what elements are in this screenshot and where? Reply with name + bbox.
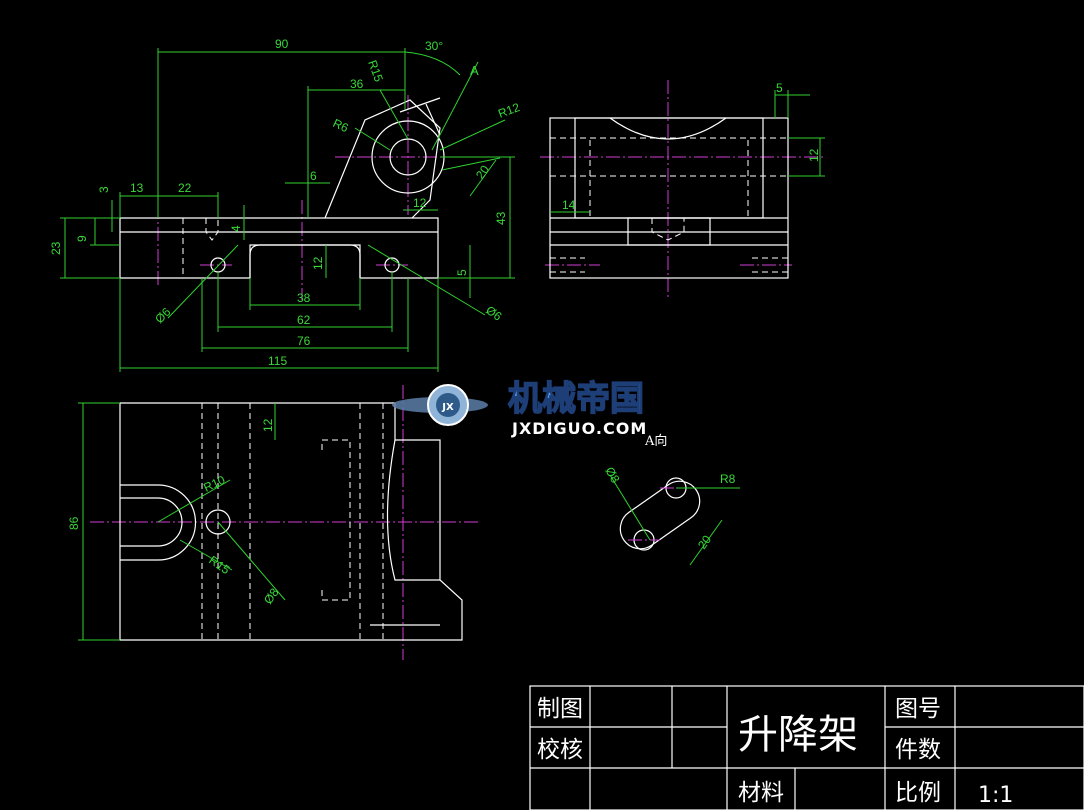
front-view: 90 30° A 36 R15 R6 R12 20 43 6 12 3 13 2… (49, 37, 522, 372)
dim-phi6-left: Ø6 (152, 305, 173, 326)
part-name: 升降架 (738, 712, 858, 758)
leader-phi6 (167, 244, 239, 319)
gear-center (436, 393, 460, 417)
material-label: 材料 (738, 780, 784, 806)
dim-62: 62 (297, 313, 311, 327)
dim-90: 90 (275, 37, 289, 51)
side-boss-curve (609, 117, 727, 140)
countersink-hidden (205, 218, 219, 241)
drawn-by-label: 制图 (537, 696, 583, 722)
arm-edge (425, 103, 441, 136)
title-block: 制图 校核 升降架 图号 件数 材料 比例 1:1 (529, 685, 1084, 810)
dim-30deg: 30° (425, 39, 443, 53)
watermark-domain: JXDIGUO.COM (511, 419, 647, 438)
watermark-brand: 机械帝国 (508, 379, 644, 419)
dim-3: 3 (97, 186, 111, 193)
side-block (627, 217, 711, 246)
title-block-frame (529, 685, 1084, 810)
dim-R15: R15 (365, 58, 386, 84)
dim-36: 36 (350, 77, 364, 91)
quantity-label: 件数 (895, 737, 941, 763)
dim-22: 22 (178, 181, 192, 195)
dim-5: 5 (455, 269, 469, 276)
arm-edge (399, 97, 441, 113)
dim-R6: R6 (331, 116, 351, 135)
side-boss (574, 117, 764, 219)
leader-R6 (354, 127, 391, 151)
dim-phi8: Ø8 (261, 585, 282, 606)
dim-12: 12 (261, 418, 275, 432)
dim-12-top: 12 (413, 196, 427, 210)
dim-23: 23 (49, 241, 63, 255)
dim-phi8: Ø8 (602, 465, 622, 486)
checked-by-label: 校核 (537, 737, 583, 763)
aux-link-outline (619, 480, 701, 550)
dim-20: 20 (473, 162, 492, 181)
leader-phi6 (367, 244, 486, 316)
base-outline (119, 217, 439, 279)
dim-38: 38 (297, 291, 311, 305)
dim-9: 9 (75, 235, 89, 242)
leader-phi8 (217, 521, 286, 601)
u-slot-outer (120, 484, 197, 561)
leader-R12 (439, 119, 506, 151)
leader (431, 61, 479, 151)
scale-label: 比例 (895, 780, 941, 806)
dim-12-slot: 12 (311, 256, 325, 270)
dim-R15: R15 (206, 553, 232, 577)
ext-line (441, 157, 501, 171)
arm-outline (324, 99, 441, 219)
dim-phi6-right: Ø6 (483, 303, 504, 324)
dim-86: 86 (67, 516, 81, 530)
top-curve (386, 439, 440, 581)
leader-phi8 (609, 474, 651, 541)
top-outline (119, 402, 463, 641)
aux-view: A向 Ø8 R8 20 (602, 433, 740, 566)
slot-outline (249, 244, 361, 278)
leader-R15 (179, 539, 233, 571)
drawing-no-label: 图号 (895, 696, 941, 722)
emblem-text: JX (441, 402, 454, 413)
top-view: 86 12 R10 R15 Ø8 (67, 385, 480, 660)
dim-6: 6 (310, 169, 317, 183)
slot-hidden (321, 439, 351, 601)
countersink-hidden (651, 218, 685, 241)
leader-R15 (379, 89, 409, 140)
dim-5: 5 (776, 81, 783, 95)
dim-line (689, 519, 723, 566)
dim-14: 14 (562, 198, 576, 212)
dim-R10: R10 (201, 473, 227, 495)
dim-4: 4 (229, 225, 243, 232)
dim-115: 115 (268, 354, 287, 368)
dim-R12: R12 (496, 100, 522, 121)
dim-76: 76 (297, 334, 311, 348)
scale-value: 1:1 (978, 783, 1013, 808)
angle-arc (404, 51, 461, 76)
dim-13: 13 (130, 181, 144, 195)
side-body (549, 117, 789, 279)
aux-view-label: A向 (644, 433, 667, 449)
u-slot-inner (120, 497, 183, 547)
dim-line (469, 159, 497, 197)
dim-R8: R8 (720, 472, 736, 486)
dim-12: 12 (807, 148, 821, 162)
watermark-logo: JX 机械帝国 JXDIGUO.COM (392, 378, 647, 438)
side-view: 5 12 14 (540, 80, 825, 298)
leader-R10 (157, 479, 231, 523)
dim-43: 43 (494, 211, 508, 225)
view-direction-label: A (470, 63, 479, 78)
